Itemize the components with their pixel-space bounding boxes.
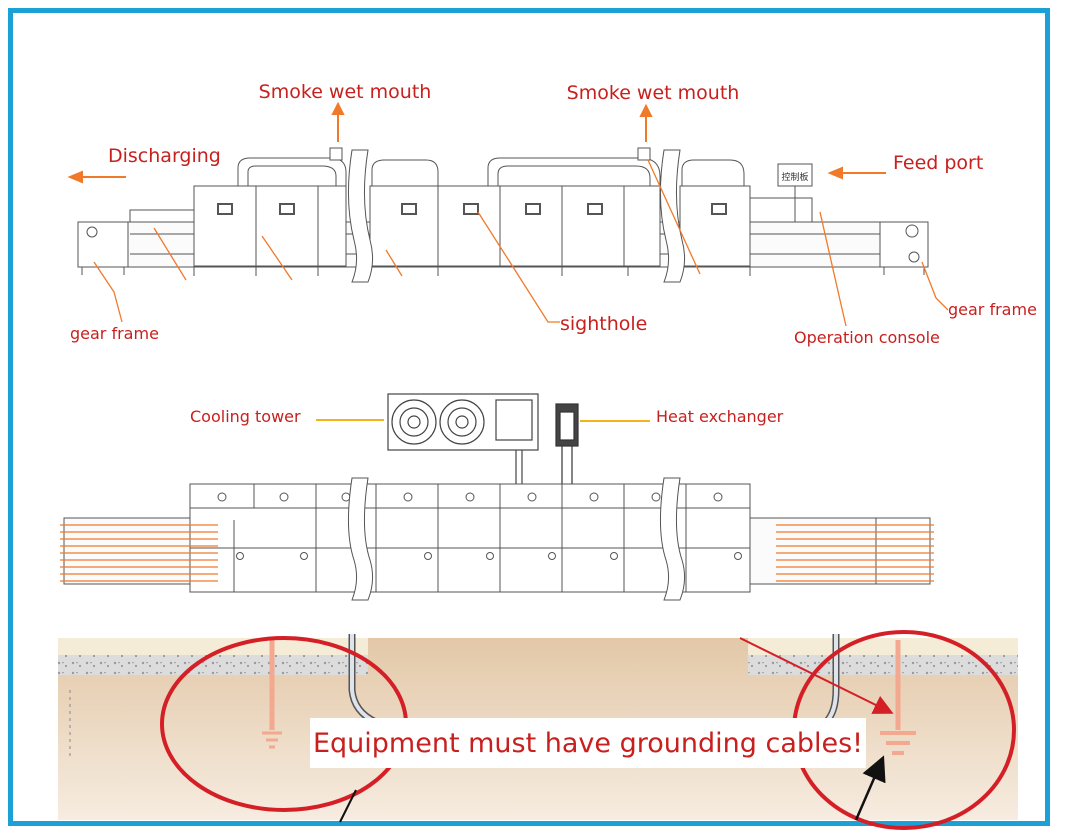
top-leader-lines xyxy=(93,159,949,327)
label-operation-console: Operation console xyxy=(794,328,940,347)
label-feed-port: Feed port xyxy=(893,152,983,174)
grounding-warning-banner: Equipment must have grounding cables! xyxy=(310,718,866,768)
label-gear-frame-left: gear frame xyxy=(70,324,159,343)
label-smoke-wet-mouth-right: Smoke wet mouth xyxy=(567,82,740,104)
label-smoke-wet-mouth-left: Smoke wet mouth xyxy=(259,81,432,103)
drawing-break-marks-middle xyxy=(347,477,686,601)
label-discharging: Discharging xyxy=(108,145,221,167)
top-arrows xyxy=(67,101,886,184)
drawing-break-marks xyxy=(347,149,686,283)
label-gear-frame-right: gear frame xyxy=(948,300,1037,319)
conveyor-belt-lines xyxy=(60,524,934,582)
cooling-tower xyxy=(387,393,539,484)
label-sighthole: sighthole xyxy=(560,313,647,335)
label-heat-exchanger: Heat exchanger xyxy=(656,407,784,426)
yellow-leader-lines xyxy=(316,419,650,422)
label-cooling-tower: Cooling tower xyxy=(190,407,301,426)
heat-exchanger xyxy=(555,403,579,484)
top-machine-drawing xyxy=(77,147,929,276)
side-view-machine xyxy=(63,483,931,593)
console-box-text: 控制板 xyxy=(781,171,808,183)
